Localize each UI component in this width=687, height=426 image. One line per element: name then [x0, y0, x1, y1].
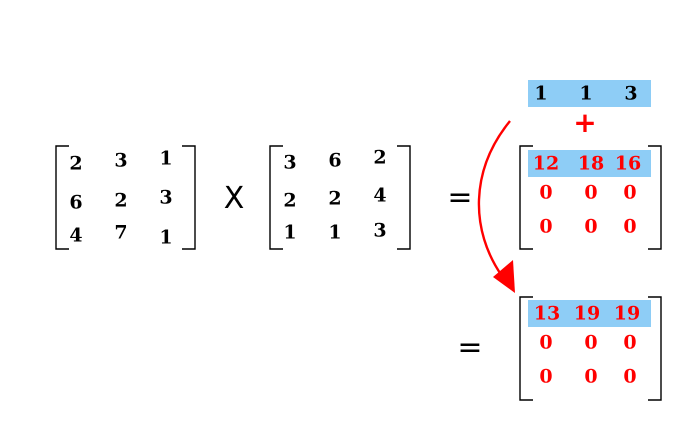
carry-row-cell: 3	[624, 82, 638, 105]
matrix-c-cell: 0	[623, 181, 637, 204]
matrix-d-row1-highlight	[528, 300, 651, 327]
matrix-c-row1-highlight	[528, 150, 651, 177]
matrix-d-cell: 0	[623, 331, 637, 354]
matrix-c-cell: 0	[539, 181, 553, 204]
matrix-d-cell: 0	[539, 331, 553, 354]
matrix-c-cell: 12	[532, 152, 560, 175]
matrix-d-brackets	[519, 296, 662, 401]
matrix-d-cell: 0	[584, 331, 598, 354]
matrix-a-cell: 3	[159, 186, 173, 209]
matrix-b-cell: 1	[283, 221, 297, 244]
matrix-b-cell: 2	[373, 146, 387, 169]
matrix-b-brackets	[269, 145, 411, 250]
matrix-a-cell: 2	[69, 152, 83, 175]
curved-arrow	[477, 120, 511, 277]
matrix-d-cell: 0	[584, 365, 598, 388]
matrix-a-cell: 6	[69, 191, 83, 214]
carry-row-cell: 1	[534, 82, 548, 105]
matrix-c-cell: 0	[623, 215, 637, 238]
matrix-b-cell: 1	[328, 221, 342, 244]
matrix-a-cell: 4	[69, 224, 83, 247]
carry-row-cell: 1	[579, 82, 593, 105]
matrix-c-cell: 0	[584, 181, 598, 204]
matrix-a-cell: 1	[159, 147, 173, 170]
equals-sign: =	[447, 180, 473, 215]
matrix-a-cell: 1	[159, 226, 173, 249]
matrix-b-cell: 4	[373, 184, 387, 207]
matrix-d-cell: 19	[613, 302, 641, 325]
matrix-a-brackets	[55, 145, 196, 250]
matrix-d-cell: 0	[539, 365, 553, 388]
matrix-c-cell: 18	[577, 152, 605, 175]
matrix-a-cell: 3	[114, 149, 128, 172]
matrix-c-cell: 0	[584, 215, 598, 238]
matrix-a-cell: 7	[114, 221, 128, 244]
matrix-c-brackets	[519, 145, 662, 250]
matrix-d-cell: 13	[533, 302, 561, 325]
matrix-a-cell: 2	[114, 189, 128, 212]
matrix-b-cell: 3	[283, 151, 297, 174]
carry-row-highlight	[528, 80, 651, 107]
arrow-head	[493, 260, 515, 293]
matrix-c-cell: 16	[614, 152, 642, 175]
matrix-b-cell: 2	[283, 189, 297, 212]
plus-sign: +	[573, 106, 597, 139]
matrix-b-cell: 2	[328, 187, 342, 210]
matrix-b-cell: 3	[373, 219, 387, 242]
times-sign: X	[223, 181, 245, 216]
matrix-c-cell: 0	[539, 215, 553, 238]
matrix-b-cell: 6	[328, 149, 342, 172]
matrix-d-cell: 0	[623, 365, 637, 388]
matrix-d-cell: 19	[573, 302, 601, 325]
equals-sign: =	[457, 330, 483, 365]
